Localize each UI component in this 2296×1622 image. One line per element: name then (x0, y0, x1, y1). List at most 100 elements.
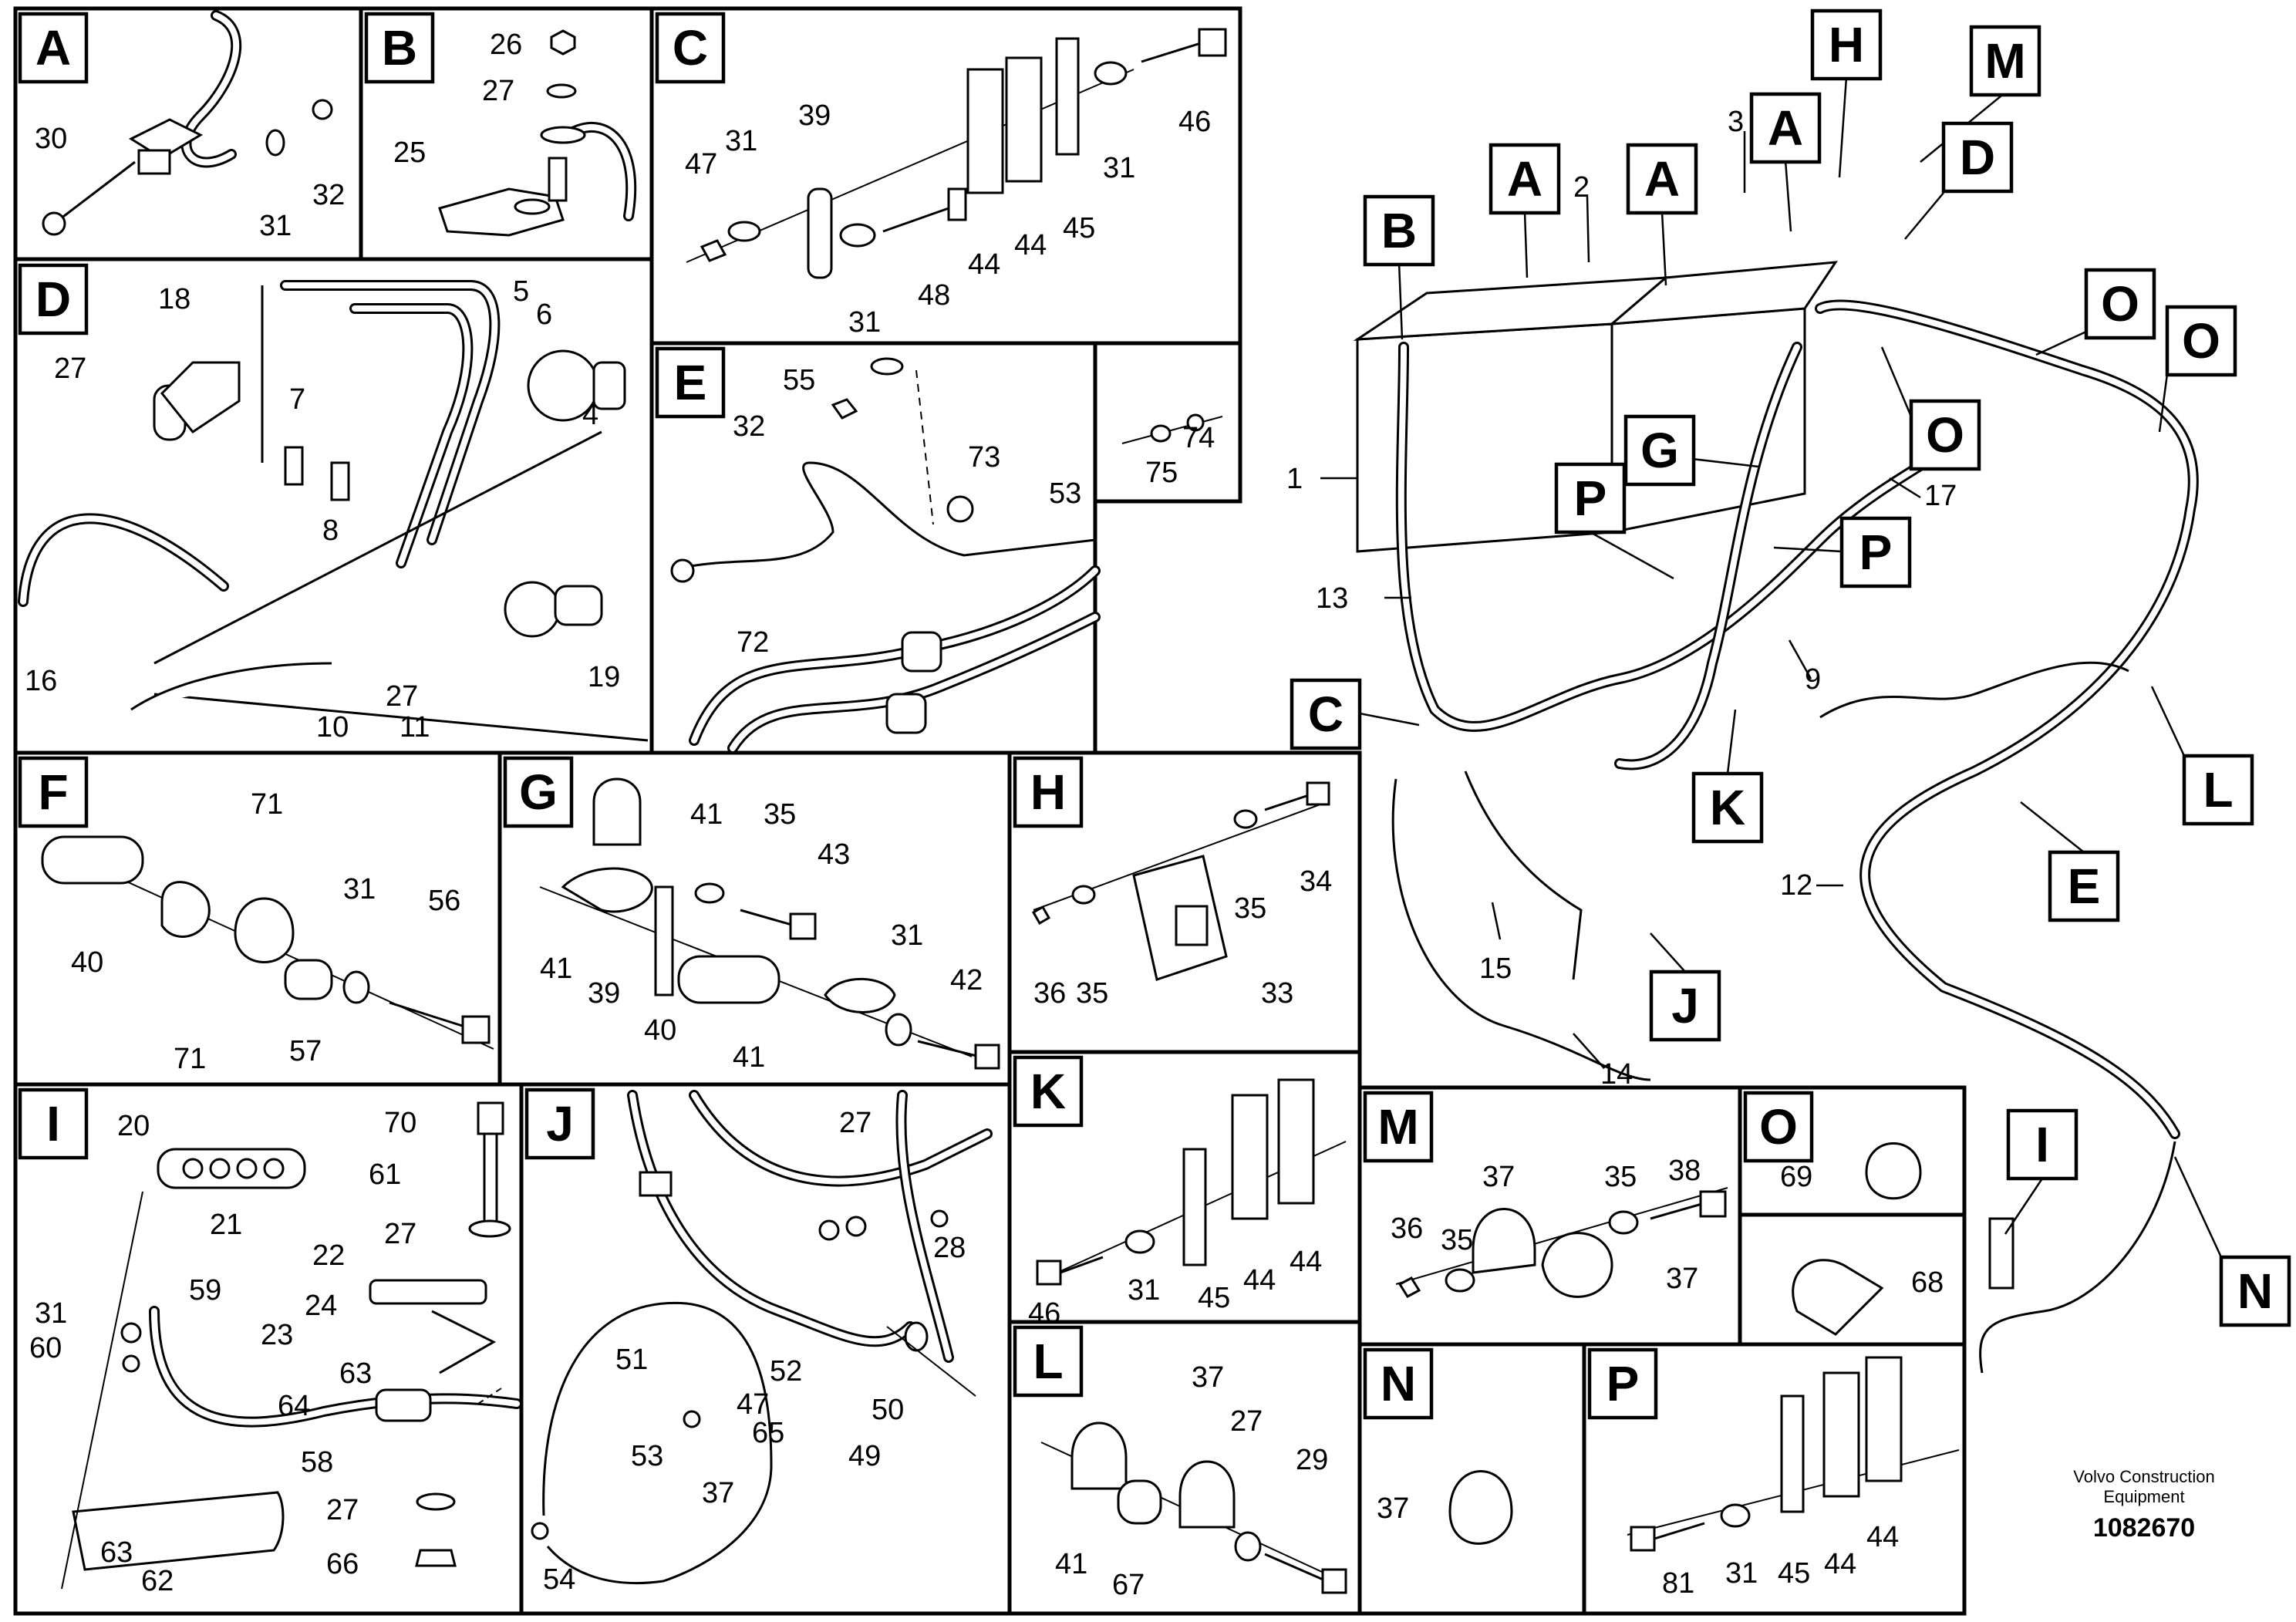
part-number: 39 (798, 99, 831, 132)
part-number: 70 (384, 1107, 416, 1139)
part-number: 27 (482, 75, 514, 107)
part-number: 60 (29, 1332, 62, 1364)
part-number: 44 (968, 248, 1000, 281)
part-number: 75 (1145, 457, 1178, 489)
main-part-numbers: 3 2 1 13 17 9 12 15 14 (1286, 106, 1957, 1091)
part-number: 1 (1286, 463, 1303, 495)
part-number: 44 (1824, 1548, 1856, 1580)
part-number: 67 (1112, 1569, 1145, 1601)
panel-tag-o: O (1743, 1091, 1814, 1163)
callout-g: G (1623, 414, 1696, 487)
svg-text:C: C (673, 20, 708, 76)
callout-o: O (1909, 399, 1981, 471)
part-number: 81 (1662, 1567, 1694, 1600)
part-number: 19 (588, 661, 620, 693)
svg-text:E: E (2068, 858, 2101, 914)
panel-tag-k: K (1013, 1055, 1084, 1128)
part-number: 6 (536, 298, 552, 331)
main-callouts: B A A A H M D O O O G P P C K L E J I N (1290, 8, 2291, 1327)
panel-n-art (1448, 1470, 1513, 1545)
part-number: 37 (1482, 1161, 1515, 1193)
callout-n: N (2219, 1255, 2291, 1327)
part-number: 53 (631, 1440, 663, 1472)
part-number: 2 (1573, 171, 1590, 204)
part-number: 74 (1182, 422, 1215, 454)
panel-tag-j: J (524, 1088, 595, 1160)
svg-text:P: P (1574, 470, 1607, 526)
part-number: 44 (1243, 1264, 1276, 1297)
part-number: 55 (783, 364, 815, 396)
part-number: 8 (322, 514, 339, 547)
svg-text:M: M (1984, 33, 2025, 89)
part-number: 54 (543, 1563, 575, 1596)
part-number: 41 (1055, 1548, 1087, 1580)
panel-e-art (670, 357, 1101, 754)
svg-text:J: J (1671, 978, 1699, 1034)
svg-text:L: L (2203, 762, 2233, 818)
callout-p: P (1839, 516, 1912, 588)
part-number: 47 (685, 148, 717, 180)
part-number: 9 (1805, 663, 1821, 696)
part-number: 38 (1668, 1155, 1701, 1187)
part-number: 58 (301, 1446, 333, 1479)
part-number: 47 (737, 1388, 769, 1421)
svg-text:K: K (1710, 780, 1745, 835)
part-number: 40 (71, 946, 103, 979)
panel-tag-l: L (1013, 1325, 1084, 1398)
svg-text:M: M (1377, 1099, 1418, 1155)
panel-tag-m: M (1363, 1091, 1434, 1163)
callout-o: O (2165, 305, 2237, 377)
callout-a: A (1749, 92, 1822, 164)
part-number: 43 (818, 838, 850, 871)
part-number: 17 (1924, 480, 1957, 512)
svg-text:A: A (1507, 151, 1542, 207)
panel-g-art (539, 777, 1000, 1070)
panel-part-numbers: 30 31 32 26 27 25 39 31 47 31 48 44 44 4… (25, 29, 1944, 1601)
part-number: 31 (35, 1297, 67, 1330)
svg-text:H: H (1829, 17, 1864, 73)
part-number: 71 (174, 1043, 206, 1075)
svg-text:H: H (1030, 764, 1066, 820)
svg-text:I: I (46, 1096, 60, 1152)
part-number: 13 (1316, 582, 1348, 615)
panel-tags: A B C D E F G H I J K M O L N P (18, 12, 1814, 1420)
part-number: 27 (1230, 1405, 1263, 1438)
part-number: 36 (1033, 977, 1066, 1010)
svg-text:D: D (35, 271, 71, 327)
svg-text:D: D (1960, 130, 1995, 185)
part-number: 34 (1300, 865, 1332, 898)
part-number: 31 (848, 306, 881, 339)
part-number: 27 (386, 680, 418, 713)
panel-d-art (18, 280, 649, 742)
part-number: 28 (933, 1232, 966, 1264)
panel-i-art (61, 1101, 522, 1590)
svg-text:L: L (1033, 1334, 1063, 1389)
part-number: 63 (339, 1357, 372, 1390)
panel-e2-frame (1093, 341, 1242, 504)
panel-tag-n: N (1363, 1347, 1434, 1420)
part-number: 45 (1063, 212, 1095, 244)
part-number: 31 (725, 125, 757, 157)
svg-text:N: N (1381, 1356, 1416, 1411)
part-number: 63 (100, 1536, 133, 1569)
part-number: 27 (384, 1218, 416, 1250)
part-number: 44 (1014, 229, 1047, 261)
part-number: 45 (1198, 1282, 1230, 1314)
part-number: 27 (326, 1494, 359, 1526)
svg-text:O: O (2101, 276, 2139, 332)
part-number: 65 (752, 1417, 784, 1449)
part-number: 32 (733, 410, 765, 443)
callout-a: A (1626, 143, 1698, 215)
part-number: 31 (1725, 1557, 1758, 1590)
part-number: 18 (158, 283, 190, 315)
part-number: 10 (316, 711, 349, 744)
part-number: 56 (428, 885, 460, 917)
part-number: 26 (490, 29, 522, 61)
part-number: 66 (326, 1548, 359, 1580)
svg-text:A: A (35, 20, 71, 76)
part-number: 33 (1261, 977, 1293, 1010)
part-number: 64 (278, 1390, 310, 1422)
panel-f-art (41, 835, 494, 1050)
callout-c: C (1290, 678, 1362, 750)
